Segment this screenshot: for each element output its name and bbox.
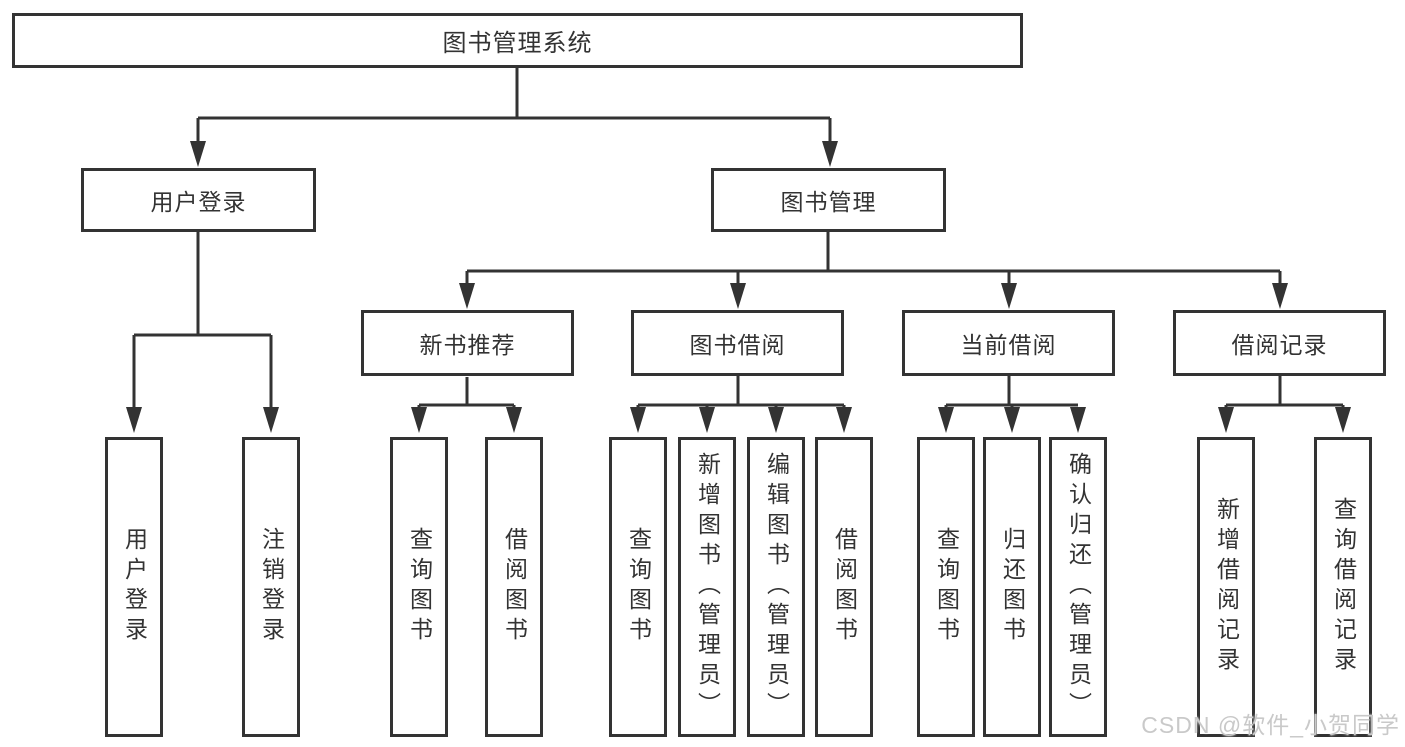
leaf-query-borrow-record: 查询借阅记录 (1314, 437, 1372, 737)
arrowhead (768, 407, 784, 433)
arrowhead (506, 407, 522, 433)
arrowhead (1070, 407, 1086, 433)
leaf-borrow-book-recommend-label: 借阅图书 (501, 527, 528, 647)
arrowhead (1001, 283, 1017, 309)
leaf-add-borrow-record: 新增借阅记录 (1197, 437, 1255, 737)
node-book-management-label: 图书管理 (780, 189, 877, 215)
leaf-borrow-book-recommend: 借阅图书 (485, 437, 543, 737)
leaf-logout: 注销登录 (242, 437, 300, 737)
leaf-return-book-label: 归还图书 (999, 527, 1026, 647)
node-root: 图书管理系统 (12, 13, 1023, 68)
arrowhead (1272, 283, 1288, 309)
node-book-borrowing-label: 图书借阅 (689, 332, 786, 358)
arrowhead (730, 283, 746, 309)
leaf-add-borrow-record-label: 新增借阅记录 (1213, 497, 1240, 677)
node-root-label: 图书管理系统 (442, 30, 593, 57)
node-user-login: 用户登录 (81, 168, 316, 232)
leaf-query-book-current-label: 查询图书 (933, 527, 960, 647)
arrowhead (126, 407, 142, 433)
node-book-management: 图书管理 (711, 168, 946, 232)
leaf-borrow-book: 借阅图书 (815, 437, 873, 737)
node-user-login-label: 用户登录 (150, 189, 247, 215)
leaf-query-book-recommend-label: 查询图书 (406, 527, 433, 647)
arrowhead (1004, 407, 1020, 433)
leaf-borrow-book-label: 借阅图书 (831, 527, 858, 647)
arrowhead (938, 407, 954, 433)
leaf-logout-label: 注销登录 (258, 527, 285, 647)
node-current-borrowing: 当前借阅 (902, 310, 1115, 376)
arrowhead (459, 283, 475, 309)
arrowhead (822, 141, 838, 167)
arrowhead (190, 141, 206, 167)
leaf-edit-book-admin: 编辑图书（管理员） (747, 437, 805, 737)
arrowhead (263, 407, 279, 433)
leaf-query-book-borrowing: 查询图书 (609, 437, 667, 737)
arrowhead (630, 407, 646, 433)
arrowhead (699, 407, 715, 433)
node-book-borrowing: 图书借阅 (631, 310, 844, 376)
arrowhead (411, 407, 427, 433)
node-new-book-recommend-label: 新书推荐 (419, 332, 516, 358)
leaf-query-borrow-record-label: 查询借阅记录 (1330, 497, 1357, 677)
leaf-edit-book-admin-label: 编辑图书（管理员） (763, 452, 790, 722)
node-borrowing-records-label: 借阅记录 (1231, 332, 1328, 358)
node-borrowing-records: 借阅记录 (1173, 310, 1386, 376)
node-current-borrowing-label: 当前借阅 (960, 332, 1057, 358)
leaf-confirm-return-admin: 确认归还（管理员） (1049, 437, 1107, 737)
node-new-book-recommend: 新书推荐 (361, 310, 574, 376)
arrowhead (1335, 407, 1351, 433)
csdn-watermark: CSDN @软件_小贺同学 (1141, 712, 1400, 738)
leaf-user-login-label: 用户登录 (121, 527, 148, 647)
leaf-user-login: 用户登录 (105, 437, 163, 737)
leaf-query-book-borrowing-label: 查询图书 (625, 527, 652, 647)
leaf-return-book: 归还图书 (983, 437, 1041, 737)
arrowhead (1218, 407, 1234, 433)
leaf-confirm-return-admin-label: 确认归还（管理员） (1065, 452, 1092, 722)
arrowhead (836, 407, 852, 433)
leaf-add-book-admin-label: 新增图书（管理员） (694, 452, 721, 722)
leaf-query-book-current: 查询图书 (917, 437, 975, 737)
leaf-add-book-admin: 新增图书（管理员） (678, 437, 736, 737)
leaf-query-book-recommend: 查询图书 (390, 437, 448, 737)
